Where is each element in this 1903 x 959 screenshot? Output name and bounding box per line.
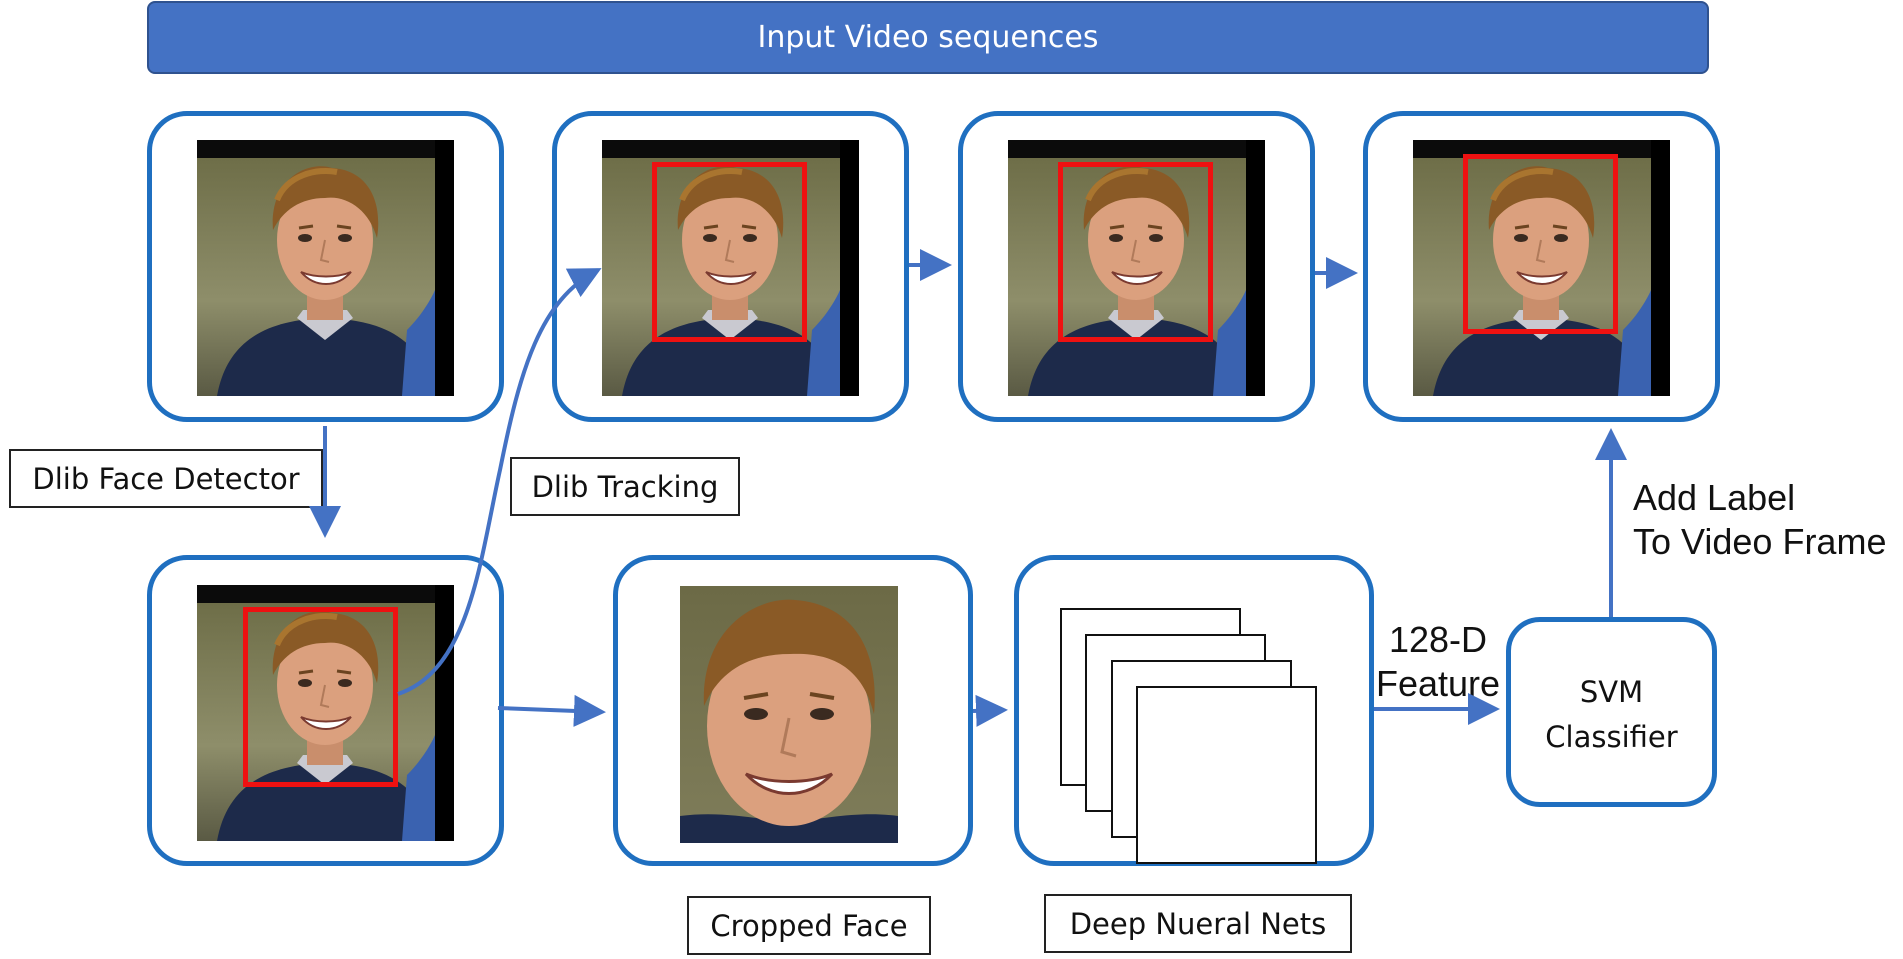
detected-face-box bbox=[243, 607, 398, 787]
face-photo-icon bbox=[602, 140, 859, 396]
video-frame-4-labeled bbox=[1363, 111, 1720, 422]
banner-title: Input Video sequences bbox=[757, 20, 1099, 55]
tracking-label-text: Dlib Tracking bbox=[531, 469, 719, 504]
feature-label: 128-D Feature bbox=[1372, 618, 1504, 706]
video-frame-2 bbox=[552, 111, 909, 422]
cropped-face-label: Cropped Face bbox=[687, 896, 931, 955]
face-photo-icon bbox=[1413, 140, 1670, 396]
video-frame-1 bbox=[147, 111, 504, 422]
network-layer-4 bbox=[1136, 686, 1317, 864]
cropped-face-photo-icon bbox=[680, 586, 898, 843]
arrow-crop-to-nets bbox=[972, 694, 1008, 727]
svm-label-line1: SVM bbox=[1579, 675, 1644, 709]
cropped-face-box bbox=[613, 555, 973, 866]
detection-frame bbox=[147, 555, 504, 866]
face-photo-icon bbox=[197, 140, 454, 396]
tracked-face-box bbox=[1058, 162, 1213, 342]
input-video-banner: Input Video sequences bbox=[147, 1, 1709, 74]
svm-label: SVM Classifier bbox=[1511, 670, 1712, 760]
video-frame-3 bbox=[958, 111, 1315, 422]
add-label-line1: Add Label bbox=[1633, 477, 1796, 518]
deep-nets-label: Deep Nueral Nets bbox=[1044, 894, 1352, 953]
deep-nets-label-text: Deep Nueral Nets bbox=[1069, 906, 1327, 941]
add-label-line2: To Video Frame bbox=[1633, 521, 1887, 562]
detector-label: Dlib Face Detector bbox=[9, 449, 323, 508]
arrow-detection-to-crop bbox=[497, 694, 606, 727]
cropped-face-label-text: Cropped Face bbox=[710, 908, 908, 943]
detector-label-text: Dlib Face Detector bbox=[32, 461, 300, 496]
add-label-text: Add Label To Video Frame bbox=[1633, 476, 1886, 564]
svm-label-line2: Classifier bbox=[1545, 720, 1678, 754]
arrow-tracking-curve bbox=[397, 268, 602, 696]
svm-classifier-box: SVM Classifier bbox=[1506, 617, 1717, 807]
deep-nets-box bbox=[1014, 555, 1374, 866]
feature-label-line1: 128-D bbox=[1388, 619, 1488, 660]
tracking-label: Dlib Tracking bbox=[510, 457, 740, 516]
tracked-face-box bbox=[652, 162, 807, 342]
labeled-face-box bbox=[1463, 154, 1618, 334]
